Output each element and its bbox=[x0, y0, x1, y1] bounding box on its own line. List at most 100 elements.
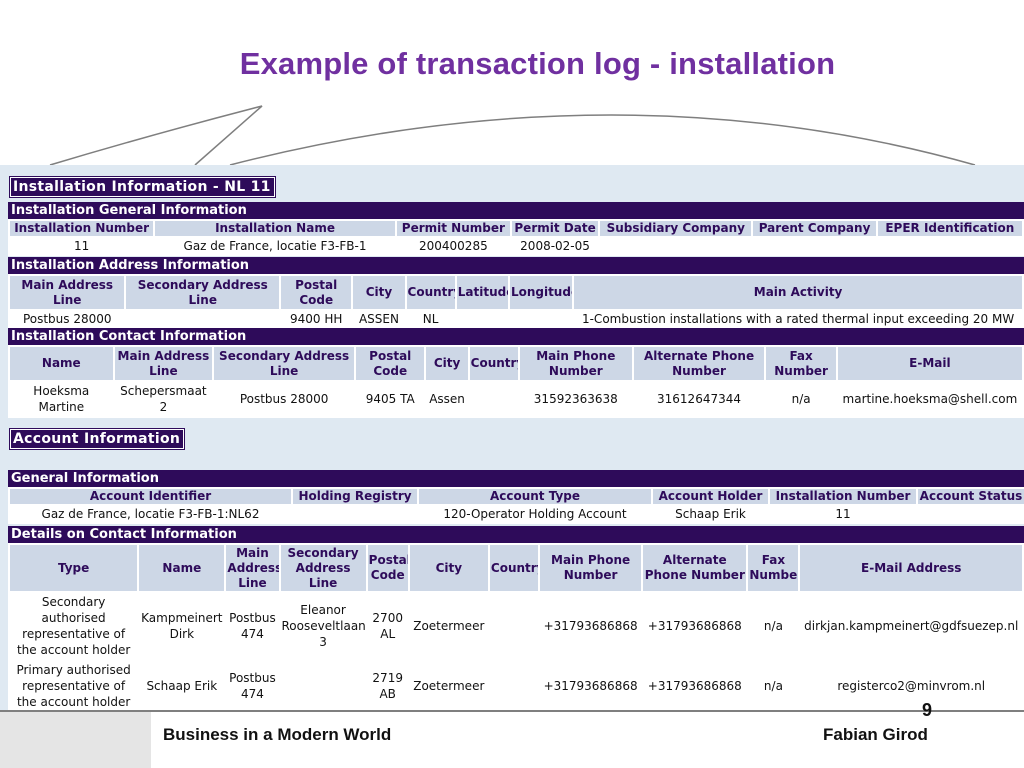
column-header: Secondary Address Line bbox=[280, 545, 366, 591]
column-header: Secondary Address Line bbox=[214, 347, 355, 380]
column-header: Alternate Phone Number bbox=[633, 347, 765, 380]
column-header: Main Phone Number bbox=[539, 545, 642, 591]
account-general-bar: General Information bbox=[8, 470, 1024, 487]
installation-general-table: Installation Number Installation Name Pe… bbox=[8, 219, 1024, 256]
table-row: Primary authorised representative of the… bbox=[10, 661, 1022, 710]
table-cell: +31793686868 bbox=[643, 661, 747, 710]
table-cell: Secondary authorised representative of t… bbox=[10, 593, 138, 659]
table-cell: n/a bbox=[748, 593, 799, 659]
table-cell: 9400 HH bbox=[281, 311, 352, 327]
table-row: Gaz de France, locatie F3-FB-1:NL62 120-… bbox=[10, 506, 1024, 522]
table-cell: NL bbox=[406, 311, 455, 327]
table-cell: 200400285 bbox=[396, 238, 510, 254]
table-cell bbox=[293, 506, 417, 522]
table-cell bbox=[469, 382, 518, 416]
table-cell: Gaz de France, locatie F3-FB-1:NL62 bbox=[10, 506, 291, 522]
column-header: Main Activity bbox=[574, 276, 1022, 309]
contact-details-table: Type Name Main Address Line Secondary Ad… bbox=[8, 543, 1024, 710]
table-cell: Postbus 28000 bbox=[214, 382, 355, 416]
table-cell: +31793686868 bbox=[539, 661, 642, 710]
table-cell: Postbus 474 bbox=[226, 593, 279, 659]
column-header: City bbox=[426, 347, 468, 380]
table-row: Hoeksma Martine Schepersmaat 2 Postbus 2… bbox=[10, 382, 1022, 416]
table-cell bbox=[753, 238, 876, 254]
table-cell: 1-Combustion installations with a rated … bbox=[574, 311, 1022, 327]
table-cell: n/a bbox=[766, 382, 836, 416]
table-cell: 2700 AL bbox=[367, 593, 408, 659]
table-cell: 31592363638 bbox=[519, 382, 632, 416]
table-cell: Gaz de France, locatie F3-FB-1 bbox=[155, 238, 395, 254]
table-cell: 120-Operator Holding Account bbox=[419, 506, 651, 522]
table-cell: Kampmeinert Dirk bbox=[139, 593, 225, 659]
table-cell bbox=[509, 311, 573, 327]
table-row: Postbus 28000 9400 HH ASSEN NL 1-Combust… bbox=[10, 311, 1022, 327]
table-cell: n/a bbox=[748, 661, 799, 710]
table-header-row: Main Address Line Secondary Address Line… bbox=[10, 276, 1022, 309]
table-cell: 9405 TA bbox=[356, 382, 425, 416]
table-cell bbox=[918, 506, 1024, 522]
column-header: Installation Number bbox=[10, 221, 154, 236]
table-cell: Postbus 28000 bbox=[10, 311, 125, 327]
column-header: Country bbox=[489, 545, 538, 591]
table-cell: Assen bbox=[426, 382, 468, 416]
table-cell bbox=[489, 593, 538, 659]
column-header: Main Address Line bbox=[10, 276, 125, 309]
callout-shape bbox=[49, 105, 976, 166]
table-cell: registerco2@minvrom.nl bbox=[800, 661, 1022, 710]
installation-info-title: Installation Information - NL 11 bbox=[9, 176, 276, 198]
table-row: 11 Gaz de France, locatie F3-FB-1 200400… bbox=[10, 238, 1022, 254]
column-header: Country bbox=[406, 276, 455, 309]
column-header: Postal Code bbox=[356, 347, 425, 380]
table-cell: Eleanor Rooseveltlaan 3 bbox=[280, 593, 366, 659]
account-general-table: Account Identifier Holding Registry Acco… bbox=[8, 487, 1024, 524]
table-cell bbox=[600, 238, 752, 254]
footer-course-title: Business in a Modern World bbox=[163, 725, 392, 744]
table-cell: +31793686868 bbox=[643, 593, 747, 659]
table-cell: 2719 AB bbox=[367, 661, 408, 710]
transaction-log-panel: Installation Information - NL 11 Install… bbox=[0, 165, 1024, 710]
footer-block bbox=[0, 712, 151, 768]
table-cell: dirkjan.kampmeinert@gdfsuezep.nl bbox=[800, 593, 1022, 659]
column-header: Latitude bbox=[456, 276, 508, 309]
table-cell: 31612647344 bbox=[633, 382, 765, 416]
table-row: Secondary authorised representative of t… bbox=[10, 593, 1022, 659]
table-cell: Hoeksma Martine bbox=[10, 382, 113, 416]
column-header: Secondary Address Line bbox=[126, 276, 280, 309]
column-header: Main Address Line bbox=[226, 545, 279, 591]
column-header: Name bbox=[10, 347, 113, 380]
contact-details-bar: Details on Contact Information bbox=[8, 526, 1024, 543]
page-number: 9 bbox=[922, 700, 933, 720]
slide-title: Example of transaction log - installatio… bbox=[239, 46, 836, 81]
column-header: Postal Code bbox=[367, 545, 408, 591]
table-header-row: Name Main Address Line Secondary Address… bbox=[10, 347, 1022, 380]
table-header-row: Installation Number Installation Name Pe… bbox=[10, 221, 1022, 236]
column-header: Alternate Phone Number bbox=[643, 545, 747, 591]
table-cell bbox=[280, 661, 366, 710]
column-header: Longitude bbox=[509, 276, 573, 309]
column-header: City bbox=[409, 545, 488, 591]
table-cell bbox=[456, 311, 508, 327]
table-header-row: Type Name Main Address Line Secondary Ad… bbox=[10, 545, 1022, 591]
column-header: Parent Company bbox=[753, 221, 876, 236]
table-cell: Schepersmaat 2 bbox=[114, 382, 213, 416]
column-header: Installation Number bbox=[770, 489, 916, 504]
table-cell bbox=[489, 661, 538, 710]
account-info-title: Account Information bbox=[8, 428, 186, 450]
installation-address-table: Main Address Line Secondary Address Line… bbox=[8, 274, 1024, 329]
table-cell: Schaap Erik bbox=[139, 661, 225, 710]
table-header-row: Account Identifier Holding Registry Acco… bbox=[10, 489, 1024, 504]
column-header: E-Mail Address bbox=[800, 545, 1022, 591]
column-header: Account Type bbox=[419, 489, 651, 504]
column-header: Main Address Line bbox=[114, 347, 213, 380]
column-header: Fax Number bbox=[748, 545, 799, 591]
table-cell: 11 bbox=[770, 506, 916, 522]
column-header: Installation Name bbox=[155, 221, 395, 236]
column-header: EPER Identification bbox=[877, 221, 1022, 236]
table-cell: Schaap Erik bbox=[653, 506, 768, 522]
footer-author: Fabian Girod bbox=[823, 725, 928, 744]
table-cell: Zoetermeer bbox=[409, 593, 488, 659]
table-cell: martine.hoeksma@shell.com bbox=[837, 382, 1022, 416]
column-header: E-Mail bbox=[837, 347, 1022, 380]
column-header: City bbox=[353, 276, 405, 309]
table-cell: +31793686868 bbox=[539, 593, 642, 659]
